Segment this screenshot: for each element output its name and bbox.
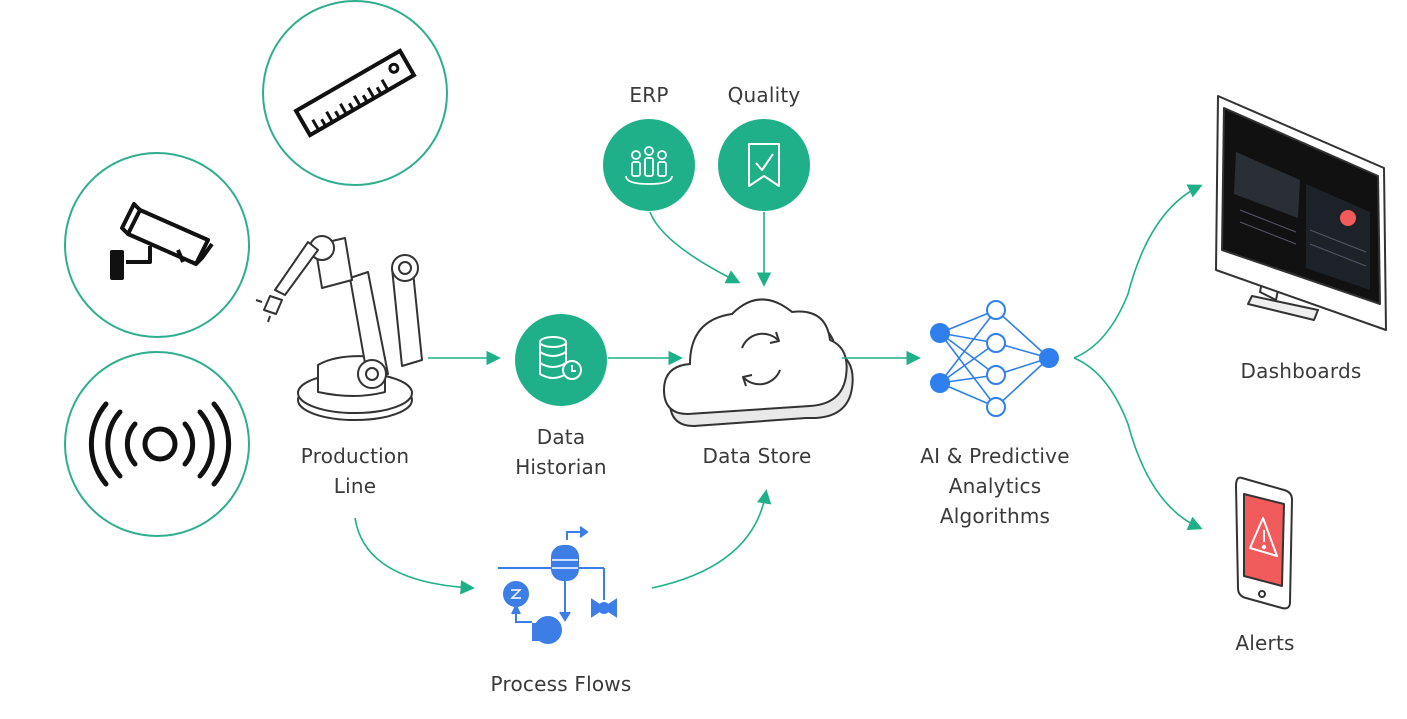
- people-group-icon: [625, 146, 673, 185]
- alerts-label: Alerts: [1235, 631, 1295, 655]
- smartphone-alert-icon: [1235, 476, 1293, 610]
- sensor-camera: [64, 152, 250, 338]
- arrow-processflows-to-datastore: [651, 489, 772, 589]
- quality-node: [718, 119, 810, 211]
- sensor-ruler: [262, 0, 448, 186]
- database-clock-icon: [539, 336, 582, 380]
- production-line-label-line2: Line: [333, 474, 377, 498]
- process-flow-icon: [498, 526, 617, 644]
- arrow-production-to-processflows: [354, 517, 475, 595]
- data-store-label: Data Store: [702, 444, 812, 468]
- data-historian-label-line2: Historian: [515, 455, 607, 479]
- monitor-icon: [1215, 95, 1387, 331]
- arrow-ai-to-alerts: [1073, 357, 1203, 530]
- security-camera-icon: [110, 202, 214, 280]
- flow-arrows: [354, 184, 1203, 595]
- ai-label: AI & Predictive Analytics Algorithms: [895, 441, 1095, 531]
- process-flows-label: Process Flows: [490, 672, 632, 696]
- ai-label-line3: Algorithms: [939, 504, 1051, 528]
- erp-label: ERP: [629, 83, 669, 107]
- vibration-sensor-icon: [88, 401, 232, 487]
- ai-label-line2: Analytics: [948, 474, 1042, 498]
- erp-node: [603, 119, 695, 211]
- dashboards-label: Dashboards: [1240, 359, 1362, 383]
- quality-label: Quality: [727, 83, 801, 107]
- cloud-sync-icon: [663, 298, 854, 427]
- ruler-icon: [293, 48, 417, 138]
- robot-arm-icon: [255, 235, 423, 421]
- production-line-label: Production Line: [273, 441, 437, 501]
- ai-label-line1: AI & Predictive: [920, 444, 1070, 468]
- arrow-erp-to-datastore: [649, 211, 741, 284]
- check-ribbon-icon: [748, 143, 780, 187]
- production-line-label-line1: Production: [300, 444, 410, 468]
- arrow-ai-to-dashboards: [1073, 184, 1203, 359]
- sensor-vibration: [64, 351, 250, 537]
- data-historian-label-line1: Data: [536, 425, 586, 449]
- neural-network-icon: [930, 300, 1059, 417]
- data-historian-label: Data Historian: [491, 422, 631, 482]
- data-historian-node: [515, 314, 607, 406]
